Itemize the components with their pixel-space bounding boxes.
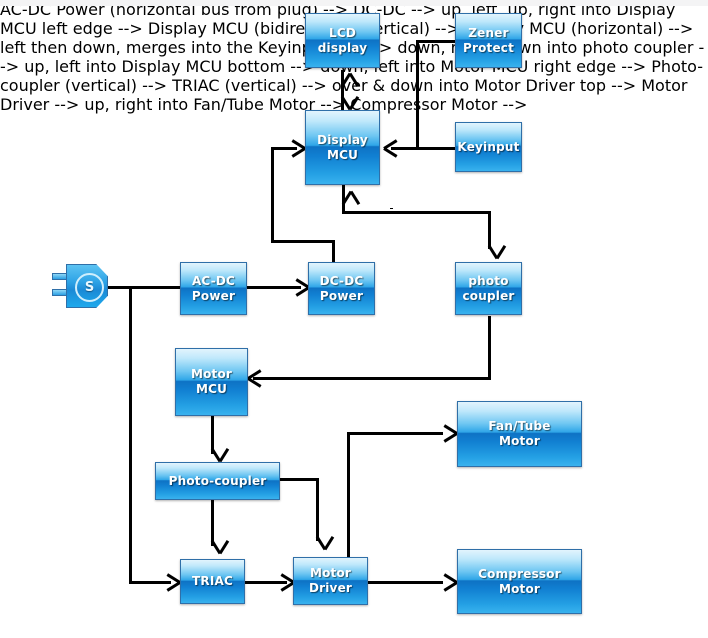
- block-compressor-motor-line1: Compressor: [478, 566, 561, 581]
- block-fan-tube-motor-line1: Fan/Tube: [488, 419, 551, 434]
- connector-photocoupler-right: [280, 478, 319, 481]
- connector-dcdc-up: [332, 240, 335, 264]
- connector-photocoupler-up: [390, 208, 393, 209]
- block-lcd-display[interactable]: LCD display: [305, 13, 380, 68]
- block-zener-protect-line2: Protect: [462, 40, 515, 55]
- block-dc-dc-power-line2: Power: [319, 288, 364, 303]
- connector-photocoupler-to-triac: [211, 500, 214, 546]
- connector-displaymcu-right: [342, 211, 491, 214]
- connector-zener-down: [416, 40, 419, 150]
- block-fan-tube-motor-line2: Motor: [498, 434, 541, 448]
- block-dc-dc-power[interactable]: DC-DC Power: [308, 262, 375, 315]
- connector-dcdc-up2: [271, 147, 274, 243]
- block-motor-driver-line1: Motor: [309, 566, 352, 581]
- block-motor-mcu-line1: Motor: [190, 367, 233, 382]
- block-display-mcu-line1: Display: [317, 132, 368, 147]
- connector-photocoupler-to-displaymcu-h: [342, 208, 343, 211]
- connector-to-photocoupler-top: [488, 211, 491, 249]
- block-photo-coupler-top-line1: photo: [468, 273, 509, 288]
- connector-dcdc-left: [271, 240, 335, 243]
- top-strip: [0, 0, 708, 6]
- block-triac-line1: TRIAC: [192, 574, 233, 589]
- block-photo-coupler-top-line2: coupler: [462, 288, 515, 303]
- block-lcd-display-line2: display: [317, 40, 368, 55]
- connector-plug-bus-down: [129, 286, 132, 583]
- block-zener-protect-line1: Zener: [468, 25, 509, 40]
- block-dc-dc-power-line1: DC-DC: [319, 273, 364, 288]
- block-display-mcu[interactable]: Display MCU: [305, 110, 380, 185]
- connector-motordriver-up: [347, 432, 350, 558]
- connector-plug-to-acdc: [108, 286, 182, 289]
- block-ac-dc-power-line1: AC-DC: [191, 273, 236, 288]
- connector-triac-to-motordriver: [245, 581, 287, 584]
- connector-photocoupler-to-motordriver: [316, 478, 319, 541]
- block-ac-dc-power-line2: Power: [191, 288, 236, 303]
- block-keyinput[interactable]: Keyinput: [455, 122, 522, 172]
- block-keyinput-line1: Keyinput: [457, 139, 520, 154]
- block-fan-tube-motor[interactable]: Fan/Tube Motor: [457, 401, 582, 467]
- block-photo-coupler-bottom[interactable]: Photo-coupler: [155, 462, 280, 500]
- block-photo-coupler-bottom-line1: Photo-coupler: [168, 473, 267, 488]
- connector-acdc-to-dcdc: [247, 286, 301, 289]
- power-plug-icon: S: [52, 262, 110, 310]
- block-motor-mcu[interactable]: Motor MCU: [175, 348, 248, 416]
- block-motor-driver[interactable]: Motor Driver: [293, 557, 368, 605]
- connector-zener-left: [416, 40, 458, 43]
- block-ac-dc-power[interactable]: AC-DC Power: [180, 262, 247, 315]
- block-lcd-display-line1: LCD: [328, 25, 356, 40]
- block-photo-coupler-top[interactable]: photo coupler: [455, 262, 522, 315]
- block-display-mcu-line2: MCU: [326, 147, 359, 162]
- block-compressor-motor[interactable]: Compressor Motor: [457, 549, 582, 614]
- connector-bus-to-triac: [129, 581, 171, 584]
- block-triac[interactable]: TRIAC: [180, 559, 245, 604]
- connector-motormcu-to-photocoupler: [211, 416, 214, 454]
- block-compressor-motor-line2: Motor: [498, 581, 541, 596]
- connector-photocoupler-to-motormcu: [253, 377, 491, 380]
- plug-symbol: S: [75, 273, 104, 302]
- block-zener-protect[interactable]: Zener Protect: [455, 13, 522, 68]
- connector-photocoupler-down: [488, 316, 491, 378]
- connector-motordriver-to-fan: [347, 432, 443, 435]
- connector-dcdc-to-displaymcu: [271, 147, 297, 150]
- connector-lcd-displaymcu: [341, 70, 344, 110]
- connector-keyinput-to-displaymcu: [391, 147, 457, 150]
- connector-motordriver-to-compressor: [368, 581, 443, 584]
- block-motor-mcu-line2: MCU: [195, 382, 228, 396]
- block-motor-driver-line2: Driver: [308, 581, 353, 595]
